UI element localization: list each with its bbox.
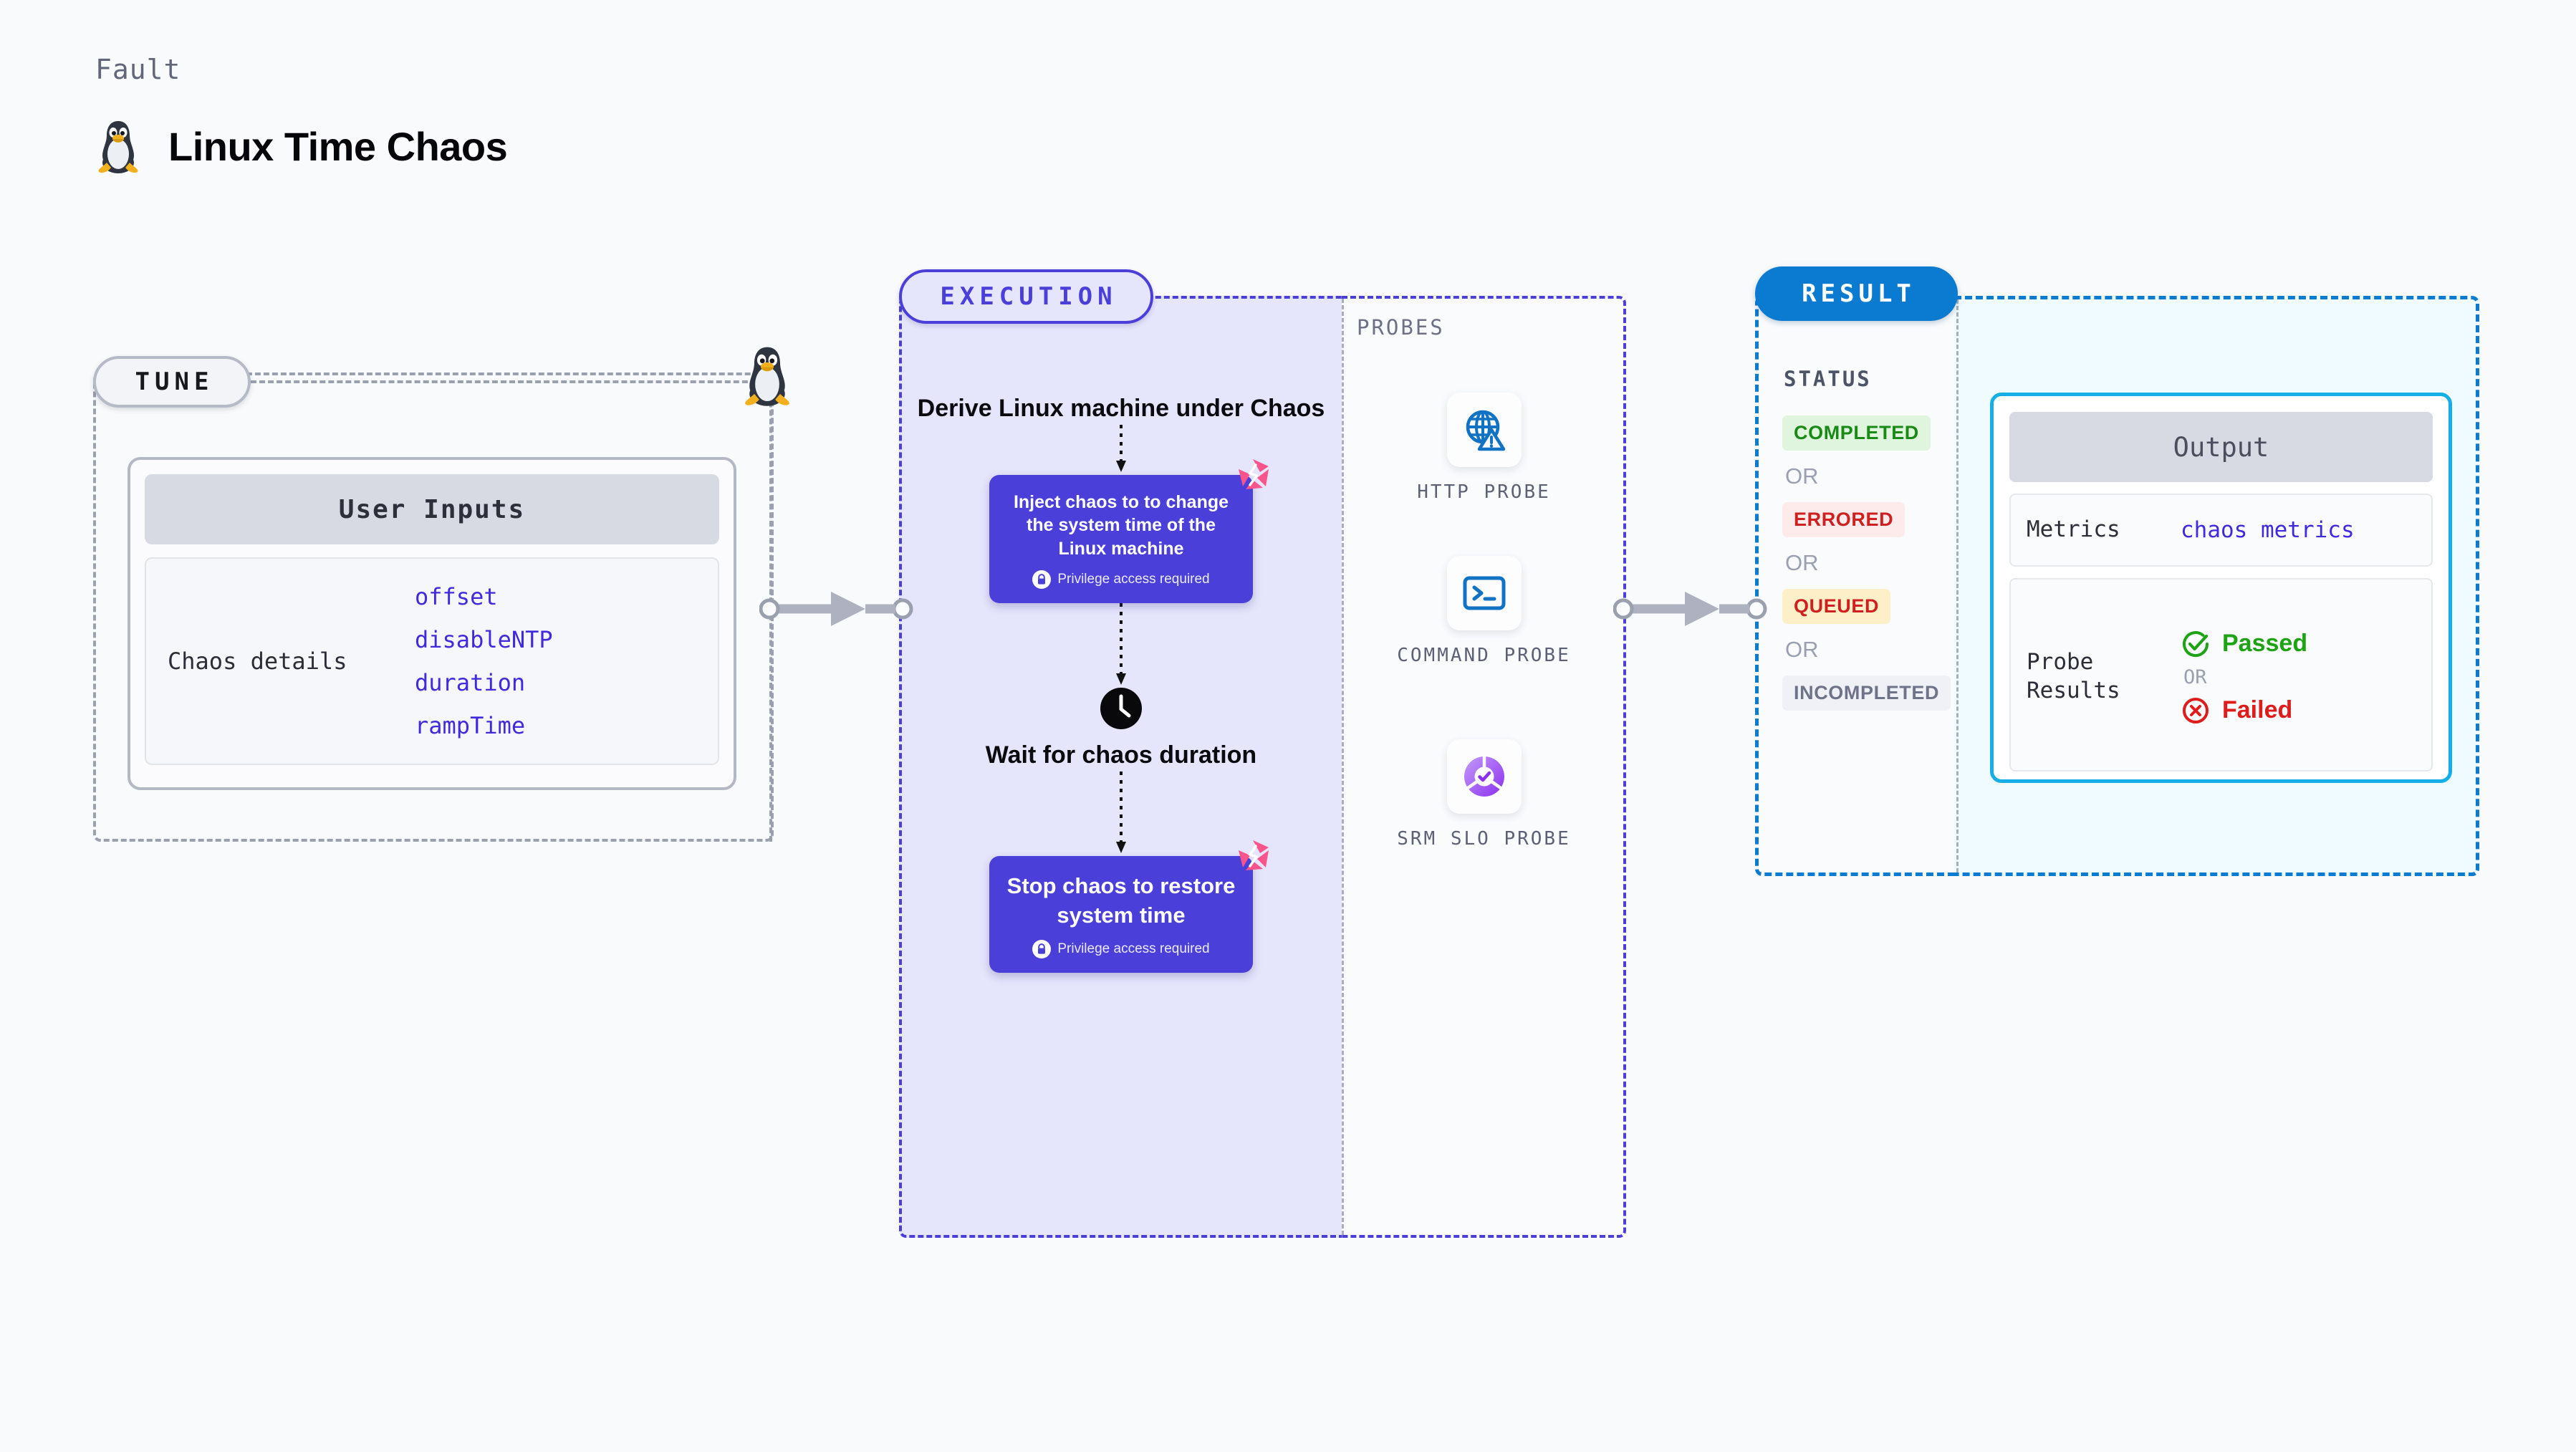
execution-step-title-wait: Wait for chaos duration <box>985 741 1257 769</box>
status-or-3: OR <box>1785 637 1819 662</box>
status-badge-queued: QUEUED <box>1782 589 1891 624</box>
status-badge-completed: COMPLETED <box>1782 415 1931 451</box>
execution-card-stop[interactable]: Stop chaos to restore system time Privil… <box>989 840 1269 973</box>
probe-item-srm-slo[interactable]: SRM SLO PROBE <box>1342 739 1626 852</box>
probe-label-srm-slo: SRM SLO PROBE <box>1397 828 1571 850</box>
metrics-value[interactable]: chaos metrics <box>2181 517 2355 543</box>
user-inputs-header: User Inputs <box>145 474 719 544</box>
result-status-section <box>1755 296 1958 876</box>
execution-pill-label: EXECUTION <box>940 282 1118 311</box>
flow-arrow-3 <box>899 771 1343 856</box>
metrics-label: Metrics <box>2027 516 2120 543</box>
status-badge-incompleted: INCOMPLETED <box>1782 675 1951 711</box>
result-pill-label: RESULT <box>1802 279 1916 308</box>
output-header: Output <box>2009 412 2433 482</box>
status-badge-errored: ERRORED <box>1782 502 1905 537</box>
output-card: Output Metrics chaos metrics Probe Resul… <box>1990 393 2452 783</box>
probe-item-http[interactable]: HTTP PROBE <box>1342 393 1626 505</box>
page-title: Linux Time Chaos <box>168 123 508 169</box>
result-pill: RESULT <box>1755 266 1958 321</box>
tune-pill: TUNE <box>93 356 251 408</box>
chaos-param-ramptime[interactable]: rampTime <box>415 712 526 739</box>
linux-penguin-icon <box>95 118 141 174</box>
slo-check-icon <box>1446 739 1522 814</box>
probe-result-or: OR <box>2183 665 2207 688</box>
terminal-icon <box>1446 556 1522 630</box>
user-inputs-card: User Inputs Chaos details offset disable… <box>128 457 736 790</box>
x-circle-icon <box>2183 697 2209 723</box>
harness-chaos-icon <box>1234 837 1270 877</box>
privilege-note-stop-text: Privilege access required <box>1057 941 1210 956</box>
probe-result-failed: Failed <box>2181 696 2307 726</box>
tune-top-connector-line <box>251 380 774 383</box>
probe-results-label: Probe Results <box>2027 649 2120 703</box>
status-or-1: OR <box>1785 463 1819 489</box>
connector-execution-to-result <box>1613 587 1778 634</box>
globe-warning-icon <box>1446 393 1522 467</box>
harness-chaos-icon <box>1234 456 1270 496</box>
tune-pill-label: TUNE <box>135 367 214 396</box>
status-list: COMPLETED OR ERRORED OR QUEUED OR INCOMP… <box>1782 415 1954 711</box>
privilege-note-inject-text: Privilege access required <box>1057 572 1210 587</box>
chaos-param-offset[interactable]: offset <box>415 583 498 610</box>
probe-results-row: Probe Results Passed OR Failed <box>2009 578 2433 771</box>
flow-arrow-1 <box>899 424 1343 475</box>
flow-arrow-2 <box>899 603 1343 688</box>
chaos-param-list: offset disableNTP duration rampTime <box>415 583 553 739</box>
lock-icon <box>1032 570 1052 590</box>
probe-label-http: HTTP PROBE <box>1417 481 1551 503</box>
probe-item-command[interactable]: COMMAND PROBE <box>1342 556 1626 668</box>
privilege-note-inject: Privilege access required <box>1002 570 1240 590</box>
probe-result-failed-text: Failed <box>2222 696 2293 723</box>
chaos-details-label: Chaos details <box>168 648 347 675</box>
result-divider <box>1956 299 1959 872</box>
clock-icon <box>899 688 1343 730</box>
connector-tune-to-execution <box>759 587 924 634</box>
probes-title: PROBES <box>1357 315 1445 340</box>
status-or-2: OR <box>1785 550 1819 575</box>
tune-edge-linux-penguin-icon <box>741 344 793 410</box>
privilege-note-stop: Privilege access required <box>1002 939 1240 958</box>
probe-results-values: Passed OR Failed <box>2181 629 2307 726</box>
chaos-param-duration[interactable]: duration <box>415 669 526 696</box>
probe-label-command: COMMAND PROBE <box>1397 645 1571 666</box>
execution-step-title-derive: Derive Linux machine under Chaos <box>917 395 1325 422</box>
execution-card-inject[interactable]: Inject chaos to to change the system tim… <box>989 458 1269 604</box>
check-circle-icon <box>2183 630 2209 657</box>
page-title-row: Linux Time Chaos <box>95 118 508 174</box>
execution-flow: Derive Linux machine under Chaos Inject … <box>899 296 1343 973</box>
metrics-row: Metrics chaos metrics <box>2009 494 2433 567</box>
probe-result-passed-text: Passed <box>2222 630 2308 657</box>
execution-card-inject-text: Inject chaos to to change the system tim… <box>1013 491 1229 559</box>
probe-result-passed: Passed <box>2181 629 2307 659</box>
execution-pill: EXECUTION <box>899 269 1153 324</box>
lock-icon <box>1032 939 1052 958</box>
execution-card-stop-text: Stop chaos to restore system time <box>1006 873 1236 928</box>
page-kicker: Fault <box>95 54 181 85</box>
probes-divider <box>1342 299 1344 1235</box>
status-title: STATUS <box>1784 367 1872 391</box>
chaos-details-box: Chaos details offset disableNTP duration… <box>145 557 719 765</box>
chaos-param-disablentp[interactable]: disableNTP <box>415 626 553 653</box>
